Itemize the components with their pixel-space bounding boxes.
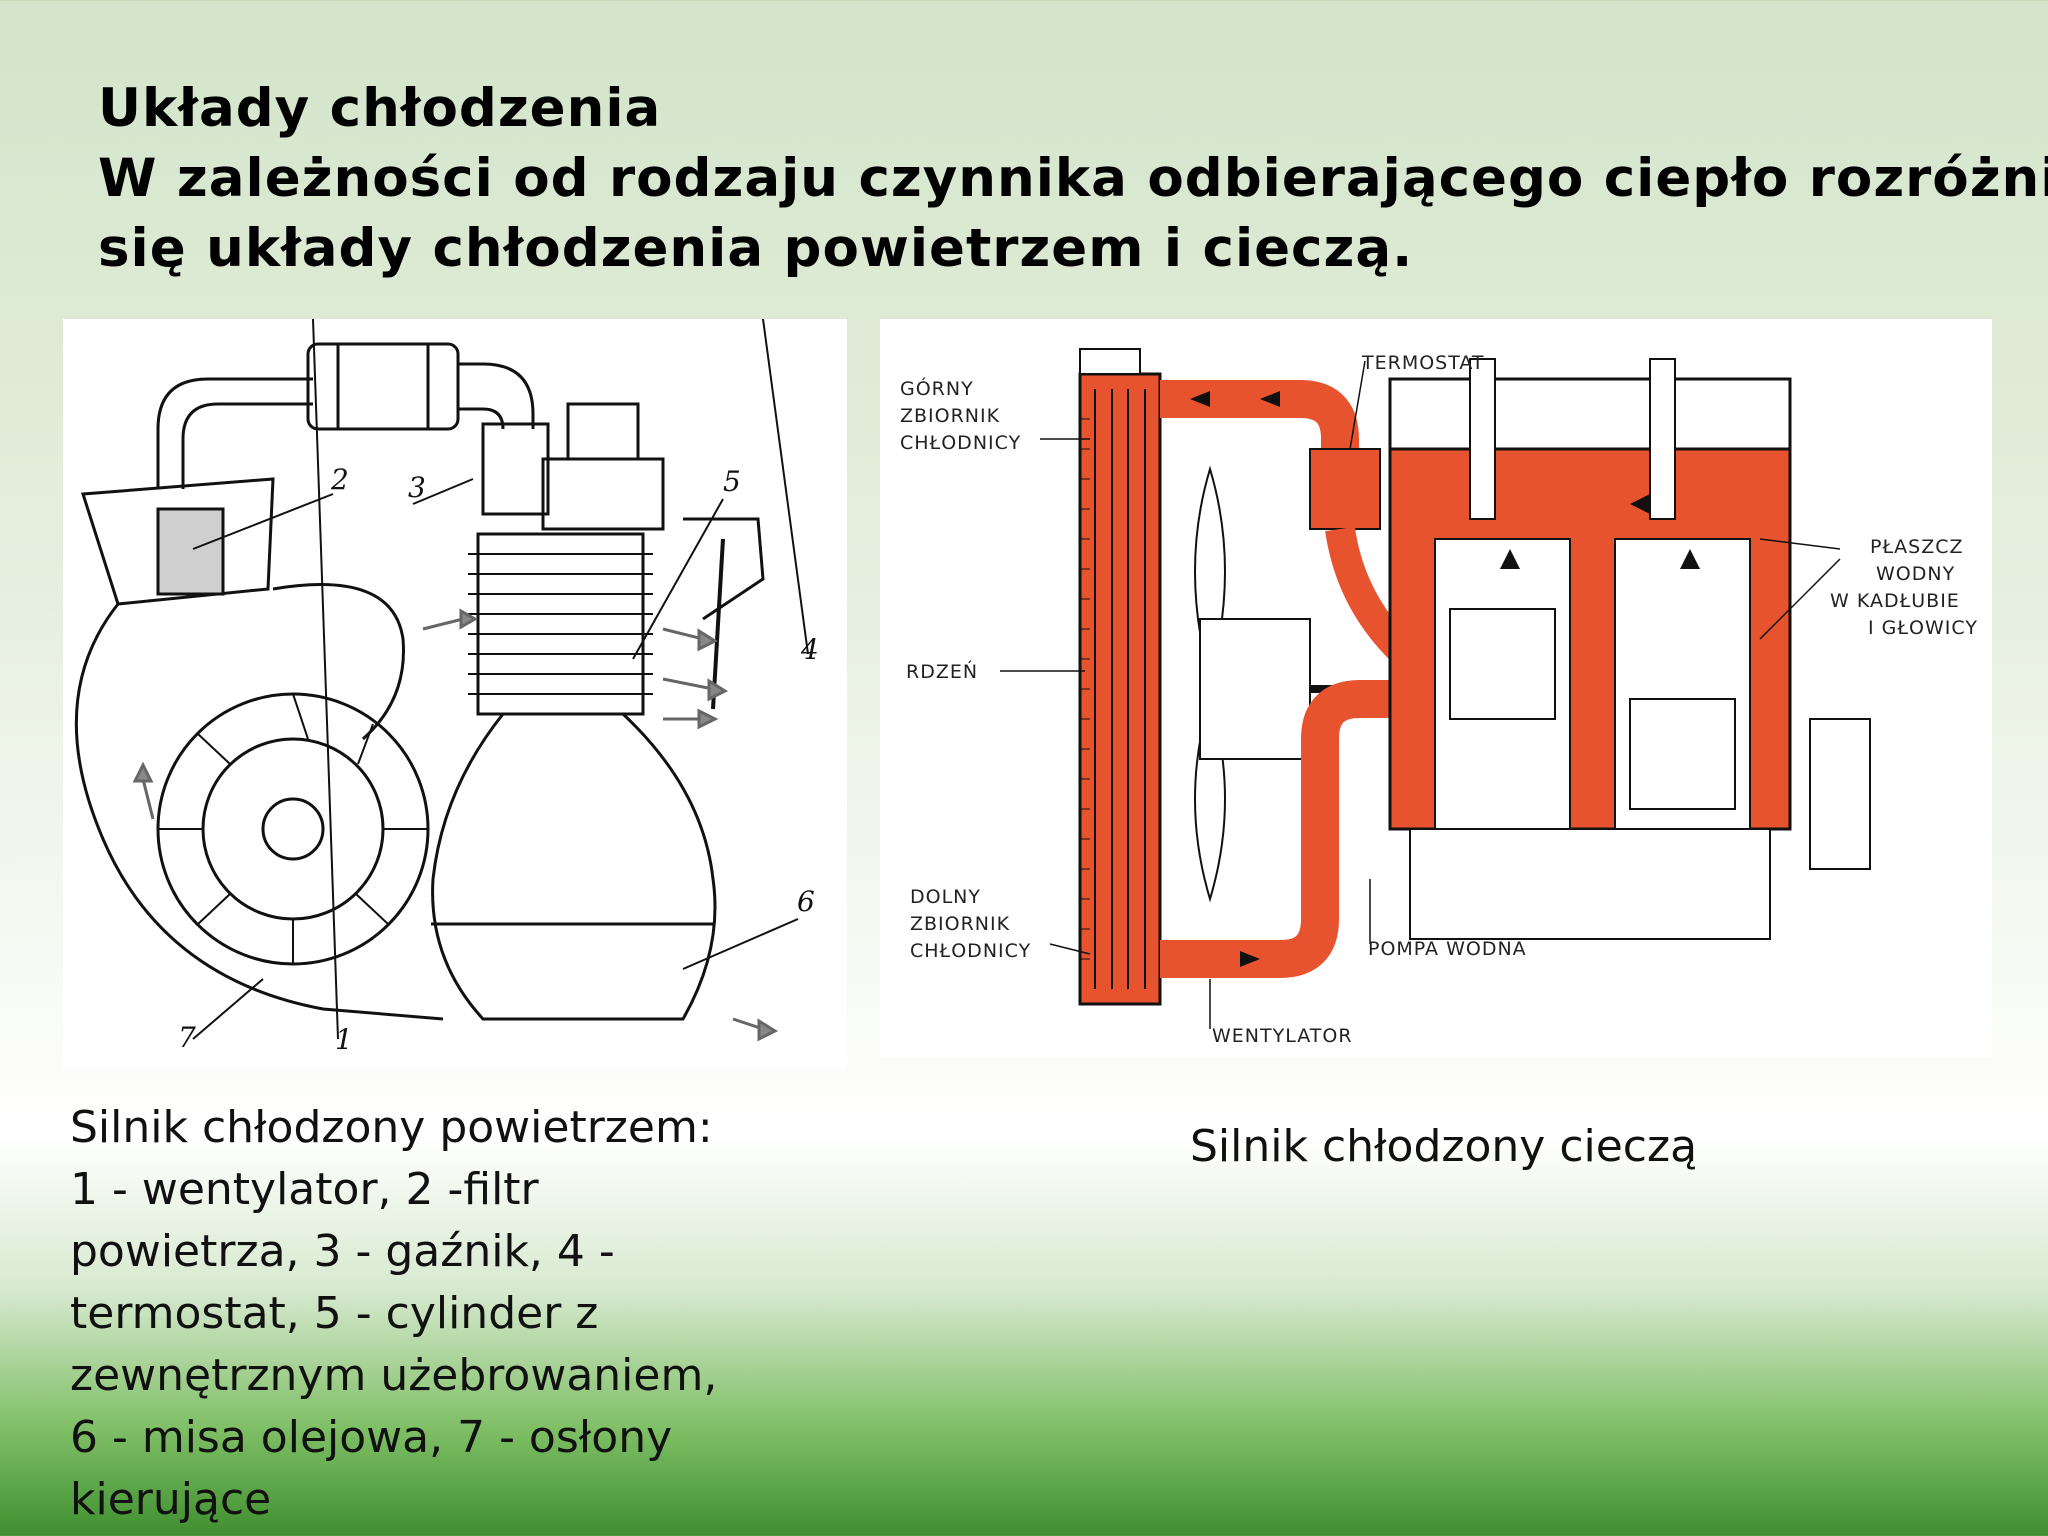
part-number-3: 3 xyxy=(408,471,426,504)
air-filter xyxy=(80,477,275,606)
caption-line: 1 - wentylator, 2 -filtr xyxy=(70,1164,539,1215)
title-line-1: Układy chłodzenia xyxy=(98,78,662,139)
air-cooled-engine-drawing: 2 3 5 4 6 1 7 xyxy=(74,319,819,1056)
part-number-4: 4 xyxy=(800,633,819,666)
label-water-jacket-1: PŁASZCZ xyxy=(1870,536,1964,558)
radiator xyxy=(1078,348,1162,1006)
finned-cylinder xyxy=(468,532,653,716)
caption-line: termostat, 5 - cylinder z xyxy=(70,1288,599,1339)
engine-block xyxy=(1388,358,1871,940)
liquid-cooled-engine-drawing: GÓRNY ZBIORNIK CHŁODNICY TERMOSTAT RDZEŃ… xyxy=(900,348,1978,1047)
intake-coupling xyxy=(306,342,460,431)
title-line-2: W zależności od rodzaju czynnika odbiera… xyxy=(98,148,2048,209)
label-water-jacket-4: I GŁOWICY xyxy=(1868,617,1978,639)
thermostat-housing xyxy=(1309,448,1381,530)
fan-wheel xyxy=(156,692,430,966)
liquid-engine-caption: Silnik chłodzony cieczą xyxy=(1190,1121,1698,1172)
liquid-cooled-engine-diagram: GÓRNY ZBIORNIK CHŁODNICY TERMOSTAT RDZEŃ… xyxy=(880,319,1992,1057)
air-cooled-engine-diagram: 2 3 5 4 6 1 7 xyxy=(63,319,847,1069)
air-engine-caption: Silnik chłodzony powietrzem: 1 - wentyla… xyxy=(70,1097,830,1531)
label-thermostat: TERMOSTAT xyxy=(1361,352,1484,374)
label-fan: WENTYLATOR xyxy=(1212,1025,1353,1047)
caption-line: 6 - misa olejowa, 7 - osłony xyxy=(70,1412,673,1463)
label-upper-tank-2: ZBIORNIK xyxy=(900,405,1000,427)
caption-line: kierujące xyxy=(70,1474,272,1525)
label-water-jacket-2: WODNY xyxy=(1876,563,1955,585)
label-lower-tank-1: DOLNY xyxy=(910,886,981,908)
label-upper-tank-3: CHŁODNICY xyxy=(900,432,1021,454)
caption-line: Silnik chłodzony powietrzem: xyxy=(70,1102,713,1153)
upper-hose xyxy=(1160,380,1359,519)
fan xyxy=(1194,465,1390,903)
part-number-6: 6 xyxy=(797,885,815,918)
lower-hose xyxy=(1160,680,1400,978)
label-lower-tank-2: ZBIORNIK xyxy=(910,913,1010,935)
shroud xyxy=(74,603,444,1021)
label-lower-tank-3: CHŁODNICY xyxy=(910,940,1031,962)
label-core: RDZEŃ xyxy=(906,660,978,683)
cylinder-head-top xyxy=(566,402,640,461)
label-upper-tank-1: GÓRNY xyxy=(900,376,974,400)
crankcase xyxy=(431,712,717,1021)
carburetor xyxy=(481,422,550,516)
title-line-3: się układy chłodzenia powietrzem i ciecz… xyxy=(98,218,1414,279)
slide-title: Układy chłodzenia W zależności od rodzaj… xyxy=(98,74,2048,284)
part-number-7: 7 xyxy=(178,1021,196,1054)
intake-pipe xyxy=(156,377,313,489)
label-water-pump: POMPA WODNA xyxy=(1368,938,1527,960)
part-number-5: 5 xyxy=(723,465,741,498)
caption-line: powietrza, 3 - gaźnik, 4 - xyxy=(70,1226,615,1277)
part-number-2: 2 xyxy=(330,463,349,496)
caption-line: zewnętrznym użebrowaniem, xyxy=(70,1350,718,1401)
part-number-1: 1 xyxy=(335,1023,353,1056)
label-water-jacket-3: W KADŁUBIE xyxy=(1830,590,1960,612)
